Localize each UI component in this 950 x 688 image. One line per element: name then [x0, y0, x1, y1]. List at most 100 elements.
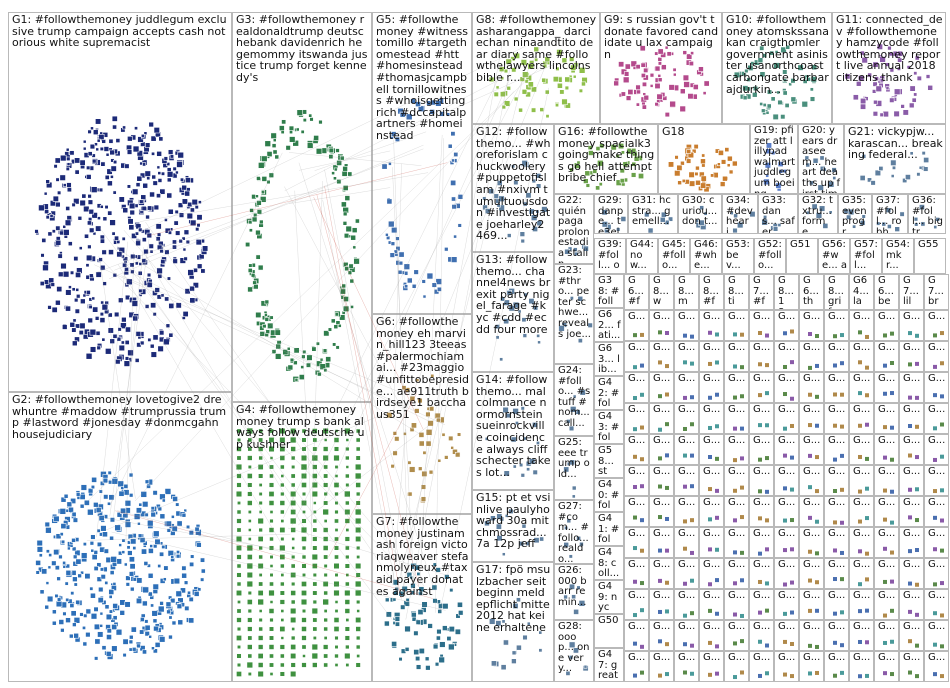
- node: [511, 650, 517, 656]
- node: [57, 190, 62, 195]
- node: [657, 61, 662, 66]
- node: [350, 234, 357, 241]
- node: [535, 441, 540, 445]
- node: [506, 290, 512, 296]
- node: [657, 74, 662, 78]
- node: [96, 138, 101, 143]
- node: [246, 661, 254, 669]
- node: [610, 144, 617, 151]
- node: [392, 450, 398, 456]
- node: [658, 548, 662, 553]
- group-label: G10: #followthemoney atomskssanakan crai…: [726, 13, 829, 96]
- node: [569, 167, 574, 173]
- group-label: G...: [853, 342, 871, 353]
- node: [498, 204, 505, 211]
- node: [597, 159, 604, 167]
- group-label: G...: [928, 373, 946, 384]
- node: [87, 244, 92, 249]
- node: [582, 245, 589, 252]
- node: [269, 653, 274, 659]
- node: [258, 572, 263, 578]
- group-nodes: [783, 423, 794, 431]
- node: [818, 205, 826, 212]
- node: [728, 169, 734, 175]
- node: [633, 427, 637, 432]
- node: [147, 591, 153, 597]
- tiny-group: G...: [799, 372, 824, 403]
- node: [120, 507, 127, 514]
- node: [259, 196, 267, 203]
- node: [690, 361, 694, 366]
- node: [457, 601, 463, 608]
- group-label: G19: pfizer att lillypad walmart juddleg…: [754, 125, 795, 193]
- node: [415, 664, 422, 670]
- node: [865, 486, 869, 491]
- node: [354, 472, 362, 480]
- node: [815, 670, 819, 675]
- node: [733, 332, 737, 337]
- node: [136, 643, 141, 649]
- node: [247, 455, 253, 461]
- node: [71, 537, 76, 543]
- tiny-group: G...: [624, 651, 649, 682]
- node: [345, 618, 350, 622]
- node: [122, 262, 128, 268]
- node: [148, 243, 154, 249]
- node: [266, 151, 273, 157]
- group-nodes: [758, 456, 769, 462]
- node: [766, 103, 772, 109]
- group-label: G...: [803, 435, 821, 446]
- node: [85, 608, 92, 615]
- node: [640, 73, 646, 78]
- node: [80, 298, 86, 305]
- node: [132, 546, 137, 551]
- node: [385, 611, 392, 618]
- node: [690, 453, 694, 458]
- node: [658, 394, 662, 399]
- node: [42, 264, 49, 272]
- node: [108, 594, 113, 599]
- group-nodes: [883, 671, 894, 677]
- node: [674, 155, 679, 160]
- node: [414, 564, 421, 571]
- group-nodes: [933, 581, 944, 587]
- group-nodes: [563, 518, 584, 559]
- node: [883, 391, 887, 396]
- node: [525, 192, 532, 199]
- node: [157, 605, 165, 613]
- node: [569, 296, 574, 301]
- node: [344, 545, 350, 551]
- node: [683, 581, 687, 586]
- node: [808, 515, 812, 520]
- node: [261, 190, 265, 195]
- node: [81, 193, 87, 199]
- group-nodes: [708, 392, 719, 400]
- node: [624, 63, 631, 70]
- node: [438, 656, 445, 664]
- node: [186, 212, 193, 220]
- node: [699, 205, 705, 211]
- group-label: G...: [678, 621, 696, 632]
- group-label: G...: [728, 404, 746, 415]
- node: [172, 496, 178, 502]
- node: [290, 446, 296, 452]
- node: [889, 97, 895, 103]
- node: [255, 311, 262, 319]
- node: [392, 597, 397, 602]
- node: [71, 546, 77, 552]
- node: [411, 283, 417, 289]
- node: [765, 173, 770, 178]
- node: [908, 395, 912, 400]
- node: [99, 611, 104, 616]
- node: [413, 630, 419, 636]
- node: [765, 423, 769, 428]
- node: [247, 671, 252, 677]
- node: [125, 582, 130, 587]
- tiny-group: G...: [874, 341, 899, 372]
- group-nodes: [883, 608, 894, 618]
- node: [703, 211, 708, 216]
- node: [146, 281, 153, 288]
- node: [159, 636, 166, 643]
- node: [859, 220, 866, 226]
- node: [865, 608, 869, 613]
